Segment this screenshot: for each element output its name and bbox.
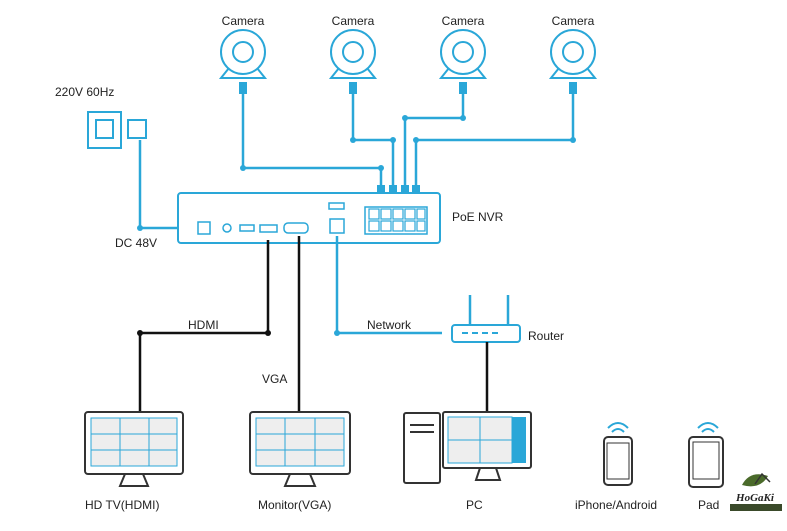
hdmi-cable: HDMI <box>137 240 271 412</box>
pad-label: Pad <box>698 498 719 512</box>
router: Router <box>451 295 564 412</box>
camera-label: Camera <box>552 14 595 28</box>
monitor: Monitor(VGA) <box>249 411 351 512</box>
nvr-label: PoE NVR <box>452 210 504 224</box>
camera-2: Camera <box>328 14 378 94</box>
hdmi-label: HDMI <box>188 318 219 332</box>
network-cable: Network <box>334 236 442 336</box>
hogaki-logo: HoGaKi <box>730 472 782 511</box>
camera-label: Camera <box>442 14 485 28</box>
wifi-icon <box>607 422 629 433</box>
svg-text:HoGaKi: HoGaKi <box>735 492 775 504</box>
adapter-icon <box>127 119 147 139</box>
network-label: Network <box>367 318 412 332</box>
camera-1: Camera <box>218 14 268 94</box>
camera-3: Camera <box>438 14 488 94</box>
wifi-icon <box>697 422 719 433</box>
camera-4: Camera <box>548 14 598 94</box>
router-label: Router <box>528 329 564 343</box>
tablet: Pad <box>688 422 724 512</box>
power-supply: 220V 60Hz DC 48V <box>55 85 178 250</box>
pc-label: PC <box>466 498 483 512</box>
camera-label: Camera <box>222 14 265 28</box>
poe-nvr: PoE NVR <box>177 192 504 244</box>
smartphone: iPhone/Android <box>575 422 657 512</box>
vga-label: VGA <box>262 372 287 386</box>
phone-label: iPhone/Android <box>575 498 657 512</box>
monitor-label: Monitor(VGA) <box>258 498 331 512</box>
pc: PC <box>403 411 532 512</box>
camera-cables <box>240 94 576 197</box>
camera-label: Camera <box>332 14 375 28</box>
power-label: 220V 60Hz <box>55 85 114 99</box>
vga-cable: VGA <box>262 236 301 412</box>
hd-tv: HD TV(HDMI) <box>84 411 184 512</box>
dc-label: DC 48V <box>115 236 157 250</box>
tv-label: HD TV(HDMI) <box>85 498 159 512</box>
